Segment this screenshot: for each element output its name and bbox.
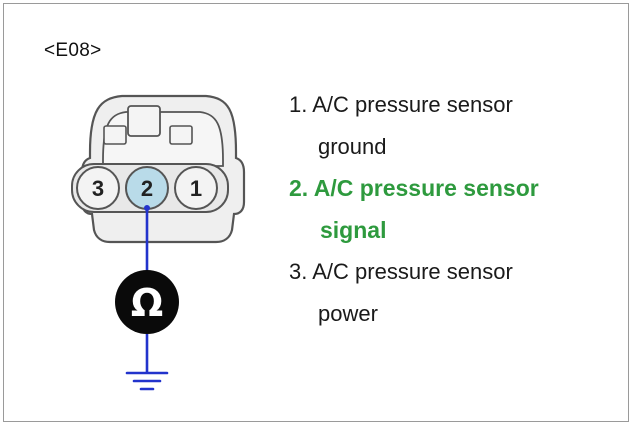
pin-1-description-line2: ground	[318, 134, 387, 159]
pin-1-label: 1	[190, 176, 202, 201]
ohmmeter-icon: Ω	[115, 270, 179, 334]
pin-3-description-line1: 3. A/C pressure sensor	[289, 259, 513, 284]
pin-3-description-line2: power	[318, 301, 378, 326]
pin-3-label: 3	[92, 176, 104, 201]
pin-2: 2	[125, 166, 169, 210]
pin-1: 1	[174, 166, 218, 210]
probe-tip	[144, 205, 150, 211]
connector-id-label: <E08>	[44, 40, 102, 61]
pin-3: 3	[76, 166, 120, 210]
pin-2-label: 2	[141, 176, 153, 201]
pin-2-description-line2: signal	[320, 217, 387, 243]
pin-2-description-line1: 2. A/C pressure sensor	[289, 175, 539, 201]
pin-1-description-line1: 1. A/C pressure sensor	[289, 92, 513, 117]
ohm-symbol: Ω	[131, 281, 163, 325]
ground-icon	[125, 371, 169, 391]
